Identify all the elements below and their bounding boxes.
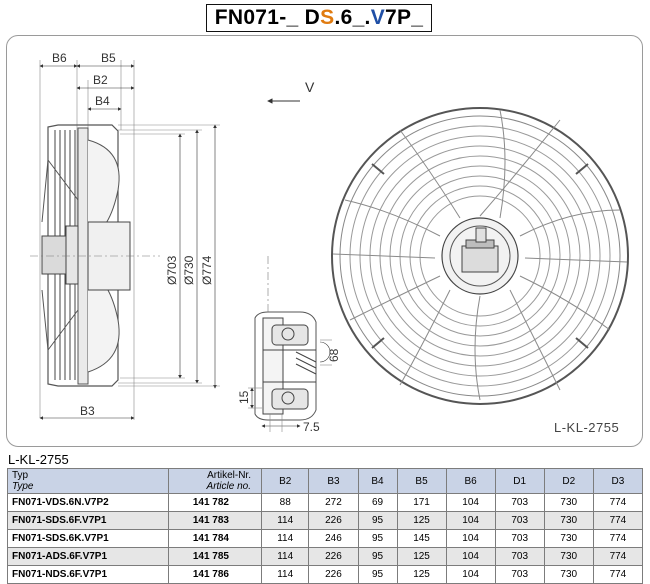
col-header-b3: B3: [308, 468, 359, 494]
title-suffix: 7P_: [385, 6, 424, 29]
side-view: [30, 60, 160, 420]
table-row: FN071-SDS.6K.V7P1 141 784 114 246 95 145…: [7, 529, 644, 548]
col-header-b4: B4: [357, 468, 398, 494]
value-cell: 104: [445, 529, 496, 548]
article-header: Artikel-Nr. Article no.: [168, 468, 262, 494]
value-cell: 104: [445, 493, 496, 512]
value-cell: 95: [357, 547, 398, 566]
value-cell: 774: [592, 547, 644, 566]
value-cell: 171: [396, 493, 447, 512]
value-cell: 125: [396, 565, 447, 584]
value-cell: 104: [445, 511, 496, 530]
value-cell: 703: [494, 529, 545, 548]
value-cell: 703: [494, 565, 545, 584]
title-v-highlight: V: [370, 6, 385, 29]
type-cell: FN071-SDS.6F.V7P1: [7, 511, 169, 530]
document-code: L-KL-2755: [8, 452, 69, 467]
article-header-label: Artikel-Nr.: [207, 470, 251, 481]
title-s-highlight: S: [320, 6, 335, 29]
fan-front-view: [331, 107, 629, 405]
value-cell: 145: [396, 529, 447, 548]
type-cell: FN071-NDS.6F.V7P1: [7, 565, 169, 584]
dim-b2-label: B2: [93, 73, 108, 87]
value-cell: 104: [445, 565, 496, 584]
value-cell: 703: [494, 547, 545, 566]
value-cell: 774: [592, 565, 644, 584]
value-cell: 114: [260, 529, 310, 548]
dim-d703-label: Ø703: [165, 255, 179, 285]
value-cell: 730: [543, 547, 594, 566]
type-cell: FN071-SDS.6K.V7P1: [7, 529, 169, 548]
value-cell: 730: [543, 511, 594, 530]
title-mid: .6_.: [334, 6, 371, 29]
article-cell: 141 786: [168, 565, 262, 584]
col-header-b2: B2: [260, 468, 310, 494]
value-cell: 774: [592, 511, 644, 530]
article-cell: 141 785: [168, 547, 262, 566]
value-cell: 226: [308, 511, 359, 530]
value-cell: 272: [308, 493, 359, 512]
value-cell: 104: [445, 547, 496, 566]
slot-75-label: 7.5: [303, 420, 320, 434]
col-header-b6: B6: [445, 468, 496, 494]
value-cell: 114: [260, 565, 310, 584]
type-header-sublabel: Type: [12, 481, 34, 492]
slot-68-label: 68: [327, 348, 341, 362]
table-row: FN071-ADS.6F.V7P1 141 785 114 226 95 125…: [7, 547, 644, 566]
type-header: Typ Type: [7, 468, 169, 494]
value-cell: 114: [260, 547, 310, 566]
value-cell: 226: [308, 547, 359, 566]
product-title: FN071-_ DS.6_.V7P_: [206, 4, 432, 32]
article-cell: 141 782: [168, 493, 262, 512]
value-cell: 125: [396, 511, 447, 530]
dim-b3-label: B3: [80, 404, 95, 418]
table-header-row: Typ Type Artikel-Nr. Article no. B2 B3 B…: [7, 468, 644, 494]
title-d: D: [304, 6, 321, 29]
col-header-d3: D3: [592, 468, 644, 494]
table-row: FN071-SDS.6F.V7P1 141 783 114 226 95 125…: [7, 511, 644, 530]
type-cell: FN071-ADS.6F.V7P1: [7, 547, 169, 566]
title-prefix: FN071-_: [214, 6, 305, 29]
table-row: FN071-NDS.6F.V7P1 141 786 114 226 95 125…: [7, 565, 644, 584]
value-cell: 703: [494, 493, 545, 512]
value-cell: 95: [357, 529, 398, 548]
value-cell: 703: [494, 511, 545, 530]
value-cell: 69: [357, 493, 398, 512]
col-header-d1: D1: [494, 468, 545, 494]
value-cell: 95: [357, 565, 398, 584]
article-header-sublabel: Article no.: [206, 481, 251, 492]
value-cell: 730: [543, 565, 594, 584]
value-cell: 95: [357, 511, 398, 530]
value-cell: 774: [592, 529, 644, 548]
dim-b6-label: B6: [52, 51, 67, 65]
mount-slot-detail: [248, 256, 332, 432]
value-cell: 774: [592, 493, 644, 512]
value-cell: 125: [396, 547, 447, 566]
drawing-code-label: L-KL-2755: [554, 420, 619, 435]
view-label: V: [305, 79, 315, 95]
diameter-dimensions: [118, 124, 220, 389]
article-cell: 141 783: [168, 511, 262, 530]
value-cell: 226: [308, 565, 359, 584]
type-header-label: Typ: [12, 470, 29, 481]
value-cell: 114: [260, 511, 310, 530]
dim-b4-label: B4: [95, 94, 110, 108]
dim-b5-label: B5: [101, 51, 116, 65]
col-header-b5: B5: [396, 468, 447, 494]
value-cell: 246: [308, 529, 359, 548]
slot-15-label: 15: [237, 390, 251, 404]
value-cell: 730: [543, 493, 594, 512]
table-row: FN071-VDS.6N.V7P2 141 782 88 272 69 171 …: [7, 493, 644, 512]
col-header-d2: D2: [543, 468, 594, 494]
dim-d774-label: Ø774: [200, 255, 214, 285]
spec-table: Typ Type Artikel-Nr. Article no. B2 B3 B…: [7, 468, 644, 584]
value-cell: 730: [543, 529, 594, 548]
value-cell: 88: [260, 493, 310, 512]
article-cell: 141 784: [168, 529, 262, 548]
view-arrow: V: [267, 79, 315, 104]
dim-d730-label: Ø730: [182, 255, 196, 285]
type-cell: FN071-VDS.6N.V7P2: [7, 493, 169, 512]
